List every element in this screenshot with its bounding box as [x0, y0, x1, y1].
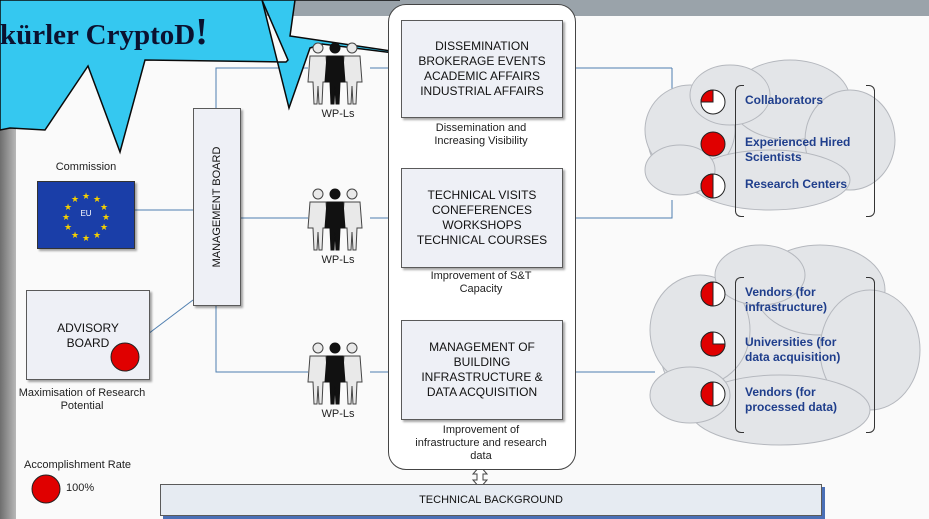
advisory-caption: Maximisation of Research Potential — [18, 387, 146, 412]
cloud_top-bracket-right — [866, 85, 875, 217]
cloud_bottom-label-2: Universities (for data acquisition) — [745, 335, 841, 364]
technical-background-box: TECHNICAL BACKGROUND — [160, 484, 822, 516]
svg-text:★: ★ — [71, 231, 79, 241]
advisory-board-text: ADVISORY BOARD — [57, 321, 119, 350]
wp-group-3: WP-Ls — [306, 342, 370, 420]
technical-visits-box-text: TECHNICAL VISITS CONEFERENCES WORKSHOPS … — [416, 188, 548, 247]
speech-bubble-shape — [0, 0, 466, 155]
management-board-label: MANAGEMENT BOARD — [211, 146, 223, 268]
cloud_top-rate-icon-3 — [700, 173, 726, 204]
management-board: MANAGEMENT BOARD — [193, 108, 241, 306]
legend-title: Accomplishment Rate — [24, 459, 131, 471]
dissemination-box-text: DISSEMINATION BROKERAGE EVENTS ACADEMIC … — [418, 39, 546, 98]
cloud_bottom-label-3: Vendors (for processed data) — [745, 385, 838, 414]
cloud_top-bracket — [735, 85, 744, 217]
management-building-box-text: MANAGEMENT OF BUILDING INFRASTRUCTURE & … — [421, 340, 543, 399]
cloud_top-rate-icon-1 — [700, 89, 726, 120]
cloud_top-label-1: Collaborators — [745, 93, 824, 107]
speech-bubble-text: kürler CryptoD! — [0, 11, 208, 53]
cloud_top-label-2: Experienced Hired Scientists — [745, 135, 851, 164]
advisory-board: ADVISORY BOARD — [26, 290, 150, 380]
wp-group-2: WP-Ls — [306, 188, 370, 266]
svg-text:★: ★ — [93, 195, 101, 205]
svg-text:★: ★ — [71, 195, 79, 205]
wp-label: WP-Ls — [321, 108, 355, 120]
cloud-shape-top — [644, 59, 896, 211]
legend-value: 100% — [66, 482, 95, 494]
people-icon — [307, 42, 363, 105]
legend-rate-icon — [31, 474, 61, 504]
svg-text:★: ★ — [62, 213, 70, 223]
cloud_bottom-bracket — [735, 277, 744, 433]
dissemination-caption: Dissemination and Increasing Visibility — [434, 122, 528, 147]
svg-text:★: ★ — [93, 231, 101, 241]
cloud_top-label-3: Research Centers — [745, 177, 848, 191]
dissemination-box: DISSEMINATION BROKERAGE EVENTS ACADEMIC … — [401, 20, 563, 118]
cloud_bottom-rate-icon-1 — [700, 281, 726, 312]
people-icon — [307, 342, 363, 405]
commission-label: Commission — [55, 161, 117, 173]
advisory-rate-icon — [110, 342, 140, 372]
svg-text:★: ★ — [64, 203, 72, 213]
svg-text:★: ★ — [82, 192, 90, 202]
eu-flag: ★★★ ★★★ ★★★ ★★★ EU — [37, 181, 135, 249]
svg-text:★: ★ — [102, 213, 110, 223]
wp-label: WP-Ls — [321, 408, 355, 420]
technical-visits-caption: Improvement of S&T Capacity — [430, 270, 532, 295]
eu-stars-icon: ★★★ ★★★ ★★★ ★★★ — [62, 192, 110, 244]
svg-text:★: ★ — [100, 203, 108, 213]
svg-text:★: ★ — [100, 223, 108, 233]
eu-flag-text: EU — [80, 209, 92, 218]
cloud_bottom-rate-icon-2 — [700, 331, 726, 362]
cloud_bottom-bracket-right — [866, 277, 875, 433]
cloud_bottom-rate-icon-3 — [700, 381, 726, 412]
people-icon — [307, 188, 363, 251]
management-building-box: MANAGEMENT OF BUILDING INFRASTRUCTURE & … — [401, 320, 563, 420]
technical-background-label: TECHNICAL BACKGROUND — [419, 494, 563, 506]
technical-visits-box: TECHNICAL VISITS CONEFERENCES WORKSHOPS … — [401, 168, 563, 268]
management-building-caption: Improvement of infrastructure and resear… — [415, 424, 547, 462]
wp-label: WP-Ls — [321, 254, 355, 266]
cloud_bottom-label-1: Vendors (for infrastructure) — [745, 285, 828, 314]
svg-text:★: ★ — [82, 234, 90, 244]
svg-text:★: ★ — [64, 223, 72, 233]
cloud_top-rate-icon-2 — [700, 131, 726, 162]
wp-group-1: WP-Ls — [306, 42, 370, 120]
